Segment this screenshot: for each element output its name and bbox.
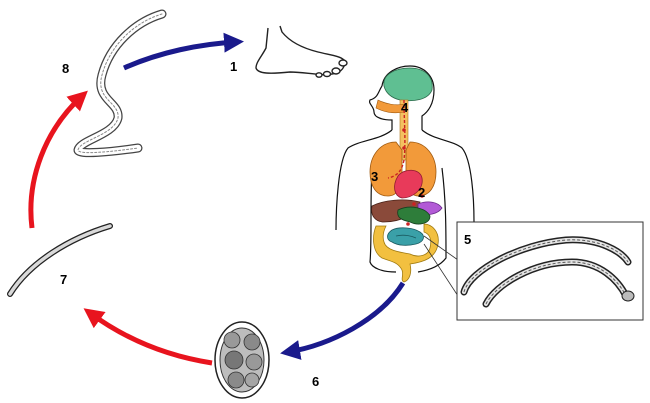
filariform-larva-stage-8 [78, 14, 162, 153]
small-intestine [388, 228, 424, 245]
stage-label-6: 6 [312, 374, 319, 389]
arrow-6-to-7 [90, 313, 212, 363]
pointer-line-bottom [424, 244, 458, 296]
foot-stage-1 [256, 26, 347, 77]
arrow-8-to-1 [124, 42, 236, 68]
stage-label-8: 8 [62, 61, 69, 76]
stage-label-4: 4 [401, 100, 409, 115]
arrow-7-to-8 [31, 96, 82, 228]
stage-label-2: 2 [418, 185, 425, 200]
egg-stage-6 [215, 322, 269, 398]
stage-label-1: 1 [230, 59, 237, 74]
arrow-body-to-6 [288, 283, 403, 352]
brain [384, 68, 432, 101]
stage-label-5: 5 [464, 232, 471, 247]
stage-label-3: 3 [371, 169, 378, 184]
stage-label-7: 7 [60, 272, 67, 287]
